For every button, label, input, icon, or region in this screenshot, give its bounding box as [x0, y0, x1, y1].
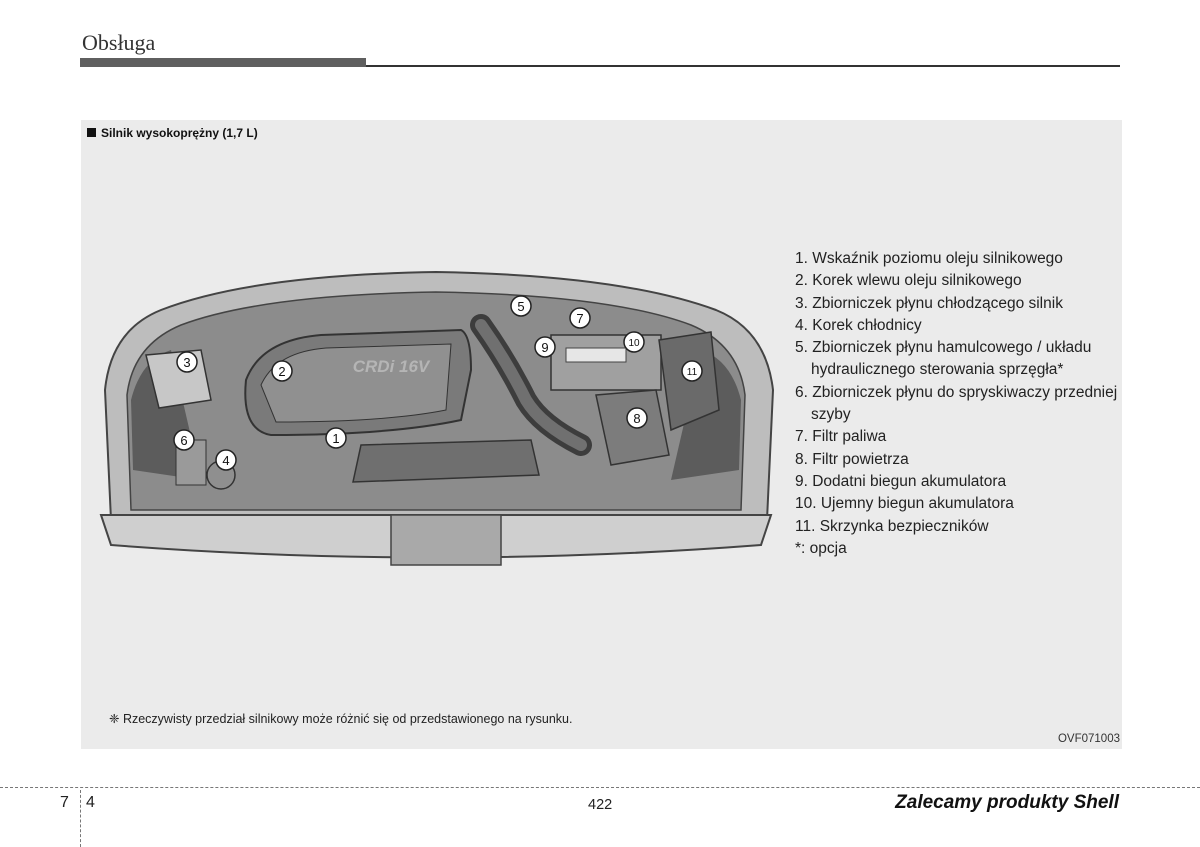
callout-2: 2	[278, 364, 285, 379]
legend-item: 11. Skrzynka bezpieczników	[795, 517, 989, 535]
callout-9: 9	[541, 340, 548, 355]
footer-dashed-rule	[0, 787, 1200, 788]
square-bullet-icon	[87, 128, 96, 137]
callout-7: 7	[576, 311, 583, 326]
page-number: 422	[588, 797, 613, 813]
figure-panel: Silnik wysokoprężny (1,7 L) CRDi 16V	[81, 120, 1122, 749]
callout-4: 4	[222, 453, 229, 468]
callout-10: 10	[628, 338, 640, 349]
header-rule	[366, 65, 1120, 67]
legend-item: 7. Filtr paliwa	[795, 428, 887, 446]
panel-title: Silnik wysokoprężny (1,7 L)	[87, 126, 258, 140]
page-in-chapter: 4	[86, 794, 95, 811]
chapter-number: 7	[60, 794, 69, 811]
callout-6: 6	[180, 433, 187, 448]
callout-1: 1	[332, 431, 339, 446]
legend-item: 1. Wskaźnik poziomu oleju silnikowego	[795, 250, 1063, 267]
legend-item: 8. Filtr powietrza	[795, 450, 909, 468]
component-legend: 1. Wskaźnik poziomu oleju silnikowego 2.…	[795, 248, 1120, 560]
panel-title-text: Silnik wysokoprężny (1,7 L)	[101, 126, 258, 140]
callout-8: 8	[633, 411, 640, 426]
figure-note: ❈ Rzeczywisty przedział silnikowy może r…	[109, 712, 573, 726]
callout-3: 3	[183, 355, 190, 370]
legend-item: 5. Zbiorniczek płynu hamulcowego / układ…	[795, 339, 1092, 379]
footer-divider	[80, 790, 81, 847]
legend-item: 4. Korek chłodnicy	[795, 316, 922, 334]
callout-5: 5	[517, 299, 524, 314]
legend-item: 6. Zbiorniczek płynu do spryskiwaczy prz…	[795, 383, 1118, 424]
engine-cover-label: CRDi 16V	[353, 357, 431, 376]
legend-item: *: opcja	[795, 539, 847, 557]
engine-compartment-illustration: CRDi 16V 1 2 3 4 5 6	[99, 270, 775, 566]
legend-item: 3. Zbiorniczek płynu chłodzącego silnik	[795, 294, 1063, 312]
callout-11: 11	[687, 367, 698, 378]
header-bar	[80, 58, 366, 67]
figure-code: OVF071003	[1057, 733, 1120, 745]
footer-slogan: Zalecamy produkty Shell	[895, 792, 1119, 813]
legend-item: 2. Korek wlewu oleju silnikowego	[795, 272, 1022, 290]
legend-item: 9. Dodatni biegun akumulatora	[795, 472, 1007, 490]
legend-item: 10. Ujemny biegun akumulatora	[795, 495, 1014, 513]
section-title: Obsługa	[82, 30, 156, 55]
